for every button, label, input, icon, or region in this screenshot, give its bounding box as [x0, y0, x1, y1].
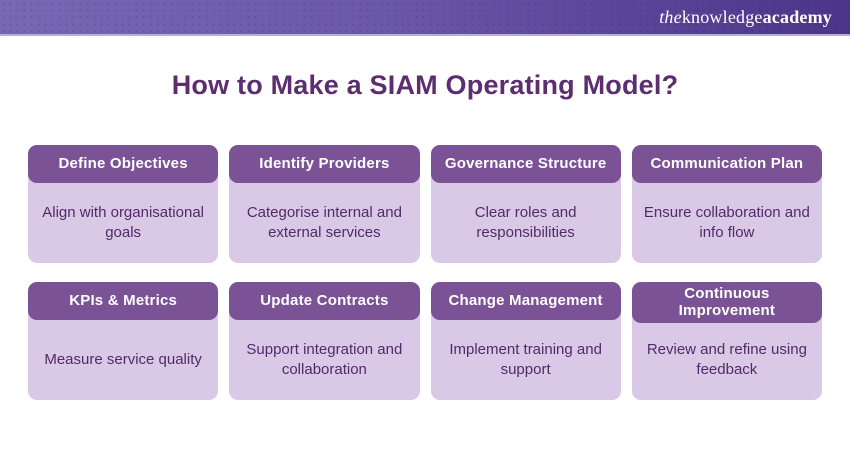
card-title: Identify Providers: [229, 145, 420, 183]
card-title: Change Management: [430, 282, 621, 320]
page-title: How to Make a SIAM Operating Model?: [171, 70, 679, 100]
card-kpis-metrics: Measure service quality KPIs & Metrics: [28, 282, 219, 400]
logo-the: the: [659, 6, 682, 27]
card-title: Communication Plan: [631, 145, 822, 183]
card-define-objectives: Align with organisational goals Define O…: [28, 145, 219, 263]
card-grid: Align with organisational goals Define O…: [28, 145, 822, 400]
card-communication-plan: Ensure collaboration and info flow Commu…: [631, 145, 822, 263]
card-governance-structure: Clear roles and responsibilities Governa…: [430, 145, 621, 263]
top-brand-bar: theknowledgeacademy: [0, 0, 850, 36]
card-update-contracts: Support integration and collaboration Up…: [229, 282, 420, 400]
card-title: Continuous Improvement: [631, 282, 822, 323]
card-title: KPIs & Metrics: [28, 282, 219, 320]
logo-knowledge: knowledge: [681, 6, 763, 27]
card-identify-providers: Categorise internal and external service…: [229, 145, 420, 263]
card-continuous-improvement: Review and refine using feedback Continu…: [631, 282, 822, 400]
card-title: Define Objectives: [28, 145, 219, 183]
knowledge-academy-logo: theknowledgeacademy: [659, 7, 832, 28]
card-change-management: Implement training and support Change Ma…: [430, 282, 621, 400]
card-title: Update Contracts: [229, 282, 420, 320]
card-title: Governance Structure: [430, 145, 621, 183]
logo-academy: academy: [762, 6, 832, 27]
